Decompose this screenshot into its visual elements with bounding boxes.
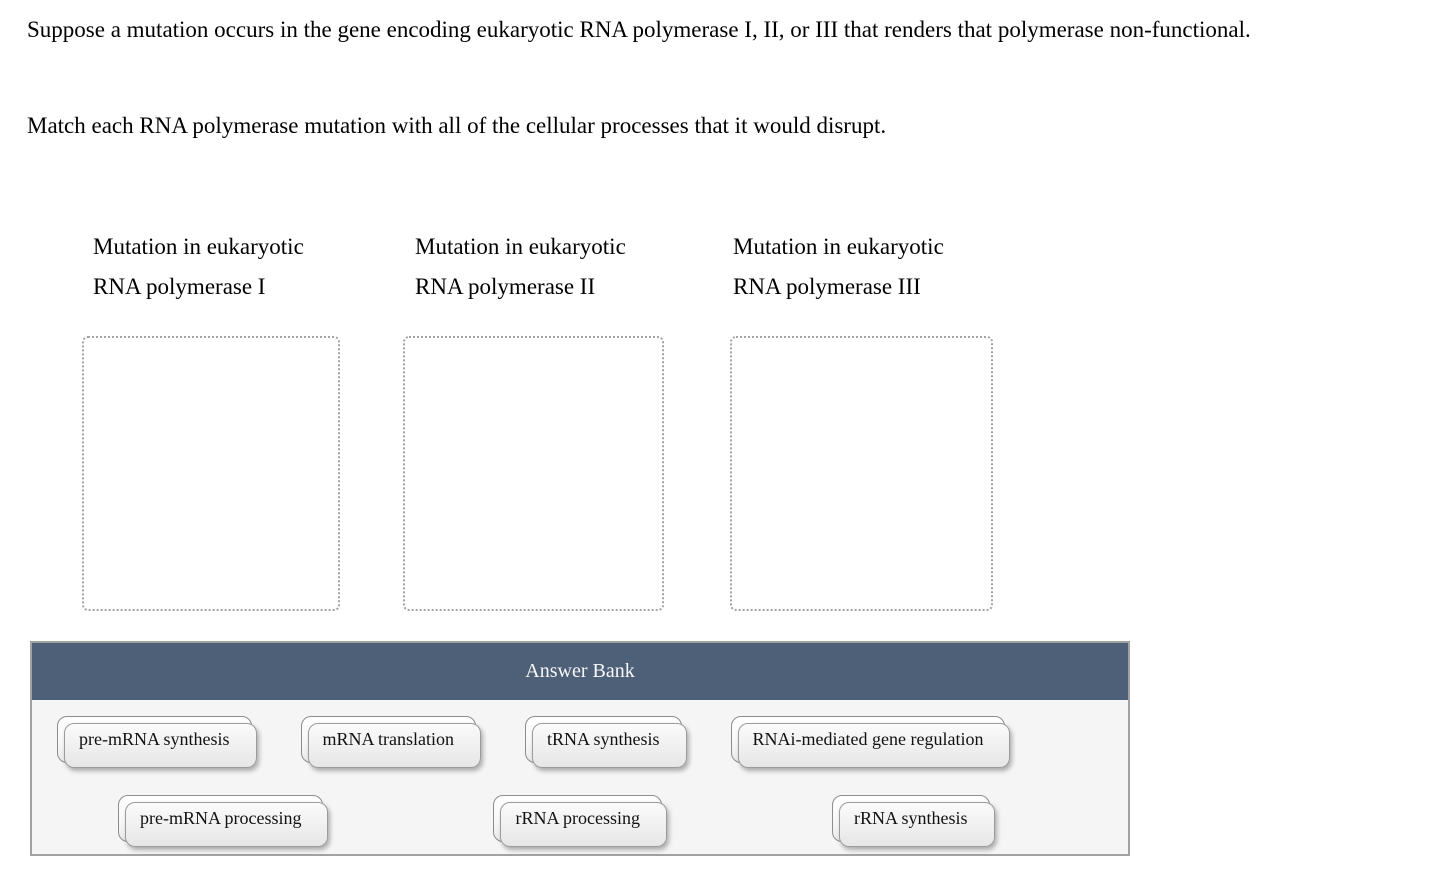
drop-zone-rna-polymerase-1[interactable] [82, 336, 340, 611]
question-text-line-2: Match each RNA polymerase mutation with … [27, 113, 887, 138]
answer-chip-mrna-translation[interactable]: mRNA translation [300, 716, 481, 768]
answer-chip-pre-mrna-processing[interactable]: pre-mRNA processing [118, 795, 329, 847]
answer-bank-title-bar: Answer Bank [32, 643, 1128, 700]
answer-bank-body: pre-mRNA synthesis mRNA translation tRNA… [32, 700, 1128, 847]
answer-chip-rrna-synthesis[interactable]: rRNA synthesis [831, 795, 995, 847]
target-label-line: RNA polymerase II [415, 274, 596, 299]
answer-bank-row-1: pre-mRNA synthesis mRNA translation tRNA… [32, 716, 1128, 768]
answer-bank-row-2: pre-mRNA processing rRNA processing rRNA… [32, 795, 1128, 847]
drop-zone-rna-polymerase-2[interactable] [403, 336, 664, 611]
target-label-line: Mutation in eukaryotic [415, 234, 626, 259]
answer-chip-rrna-processing[interactable]: rRNA processing [493, 795, 667, 847]
target-label-rna-polymerase-1: Mutation in eukaryotic RNA polymerase I [93, 227, 304, 307]
answer-chip-pre-mrna-synthesis[interactable]: pre-mRNA synthesis [57, 716, 256, 768]
target-label-line: RNA polymerase I [93, 274, 266, 299]
target-label-rna-polymerase-3: Mutation in eukaryotic RNA polymerase II… [733, 227, 944, 307]
target-label-line: Mutation in eukaryotic [733, 234, 944, 259]
target-label-line: RNA polymerase III [733, 274, 921, 299]
question-text-line-1: Suppose a mutation occurs in the gene en… [27, 17, 1251, 42]
target-label-line: Mutation in eukaryotic [93, 234, 304, 259]
answer-chip-rnai-mediated-gene-regulation[interactable]: RNAi-mediated gene regulation [730, 716, 1011, 768]
drop-zone-rna-polymerase-3[interactable] [730, 336, 993, 611]
answer-chip-trna-synthesis[interactable]: tRNA synthesis [525, 716, 687, 768]
answer-bank: Answer Bank pre-mRNA synthesis mRNA tran… [30, 641, 1130, 856]
target-label-rna-polymerase-2: Mutation in eukaryotic RNA polymerase II [415, 227, 626, 307]
answer-bank-title: Answer Bank [525, 660, 635, 682]
